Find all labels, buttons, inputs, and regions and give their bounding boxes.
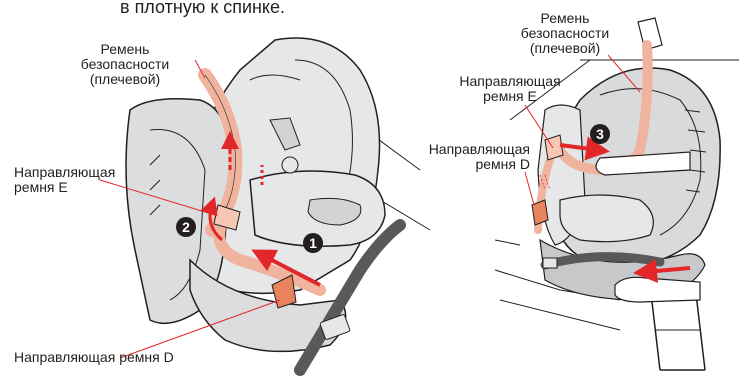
label-line: ремня E [455, 89, 565, 104]
label-line: Направляющая [410, 142, 530, 157]
left-shoulder-belt-label: Ремень безопасности (плечевой) [70, 42, 180, 87]
step-3-badge: 3 [590, 124, 610, 144]
label-line: Направляющая [455, 74, 565, 89]
left-seat-drawing [100, 38, 430, 370]
label-line: (плечевой) [70, 72, 180, 87]
label-line: Ремень [510, 11, 620, 26]
step-1-badge: 1 [303, 233, 323, 253]
left-guide-e-label: Направляющая ремня E [14, 165, 115, 195]
caption-top: в плотную к спинке. [120, 0, 285, 17]
step-2-badge: 2 [176, 217, 196, 237]
label-line: ремня E [14, 180, 115, 195]
label-line: безопасности [70, 57, 180, 72]
right-guide-e-label: Направляющая ремня E [455, 74, 565, 104]
label-line: Направляющая [14, 165, 115, 180]
left-guide-d-label: Направляющая ремня D [14, 350, 174, 365]
label-line: безопасности [510, 26, 620, 41]
label-line: ремня D [410, 157, 530, 172]
label-line: Ремень [70, 42, 180, 57]
hand-lower [615, 277, 700, 302]
label-line: (плечевой) [510, 41, 620, 56]
belt-guide-e-right [545, 135, 563, 160]
belt-guide-d-right [532, 200, 548, 225]
right-shoulder-belt-label: Ремень безопасности (плечевой) [510, 11, 620, 56]
leader-guide-d-right [525, 172, 534, 205]
right-seat-drawing [495, 18, 739, 370]
right-guide-d-label: Направляющая ремня D [410, 142, 530, 172]
